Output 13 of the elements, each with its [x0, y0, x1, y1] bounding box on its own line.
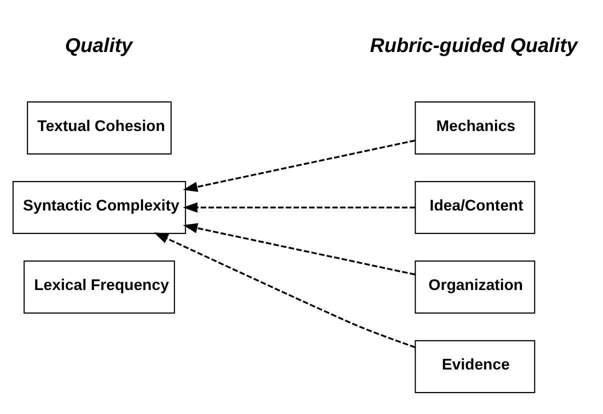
node-box: Syntactic Complexity — [12, 180, 186, 234]
node-box: Lexical Frequency — [24, 260, 175, 314]
label: Rubric-guided Quality — [370, 34, 578, 57]
arrow — [182, 139, 416, 192]
node-box: Evidence — [414, 340, 536, 393]
node-box: Idea/Content — [414, 180, 536, 234]
arrow — [182, 202, 416, 212]
label: Quality — [65, 34, 132, 57]
node-box: Organization — [414, 260, 536, 314]
arrow — [154, 232, 416, 348]
node-box: Mechanics — [414, 100, 536, 154]
node-box: Textual Cohesion — [26, 100, 172, 154]
arrow — [182, 222, 416, 275]
